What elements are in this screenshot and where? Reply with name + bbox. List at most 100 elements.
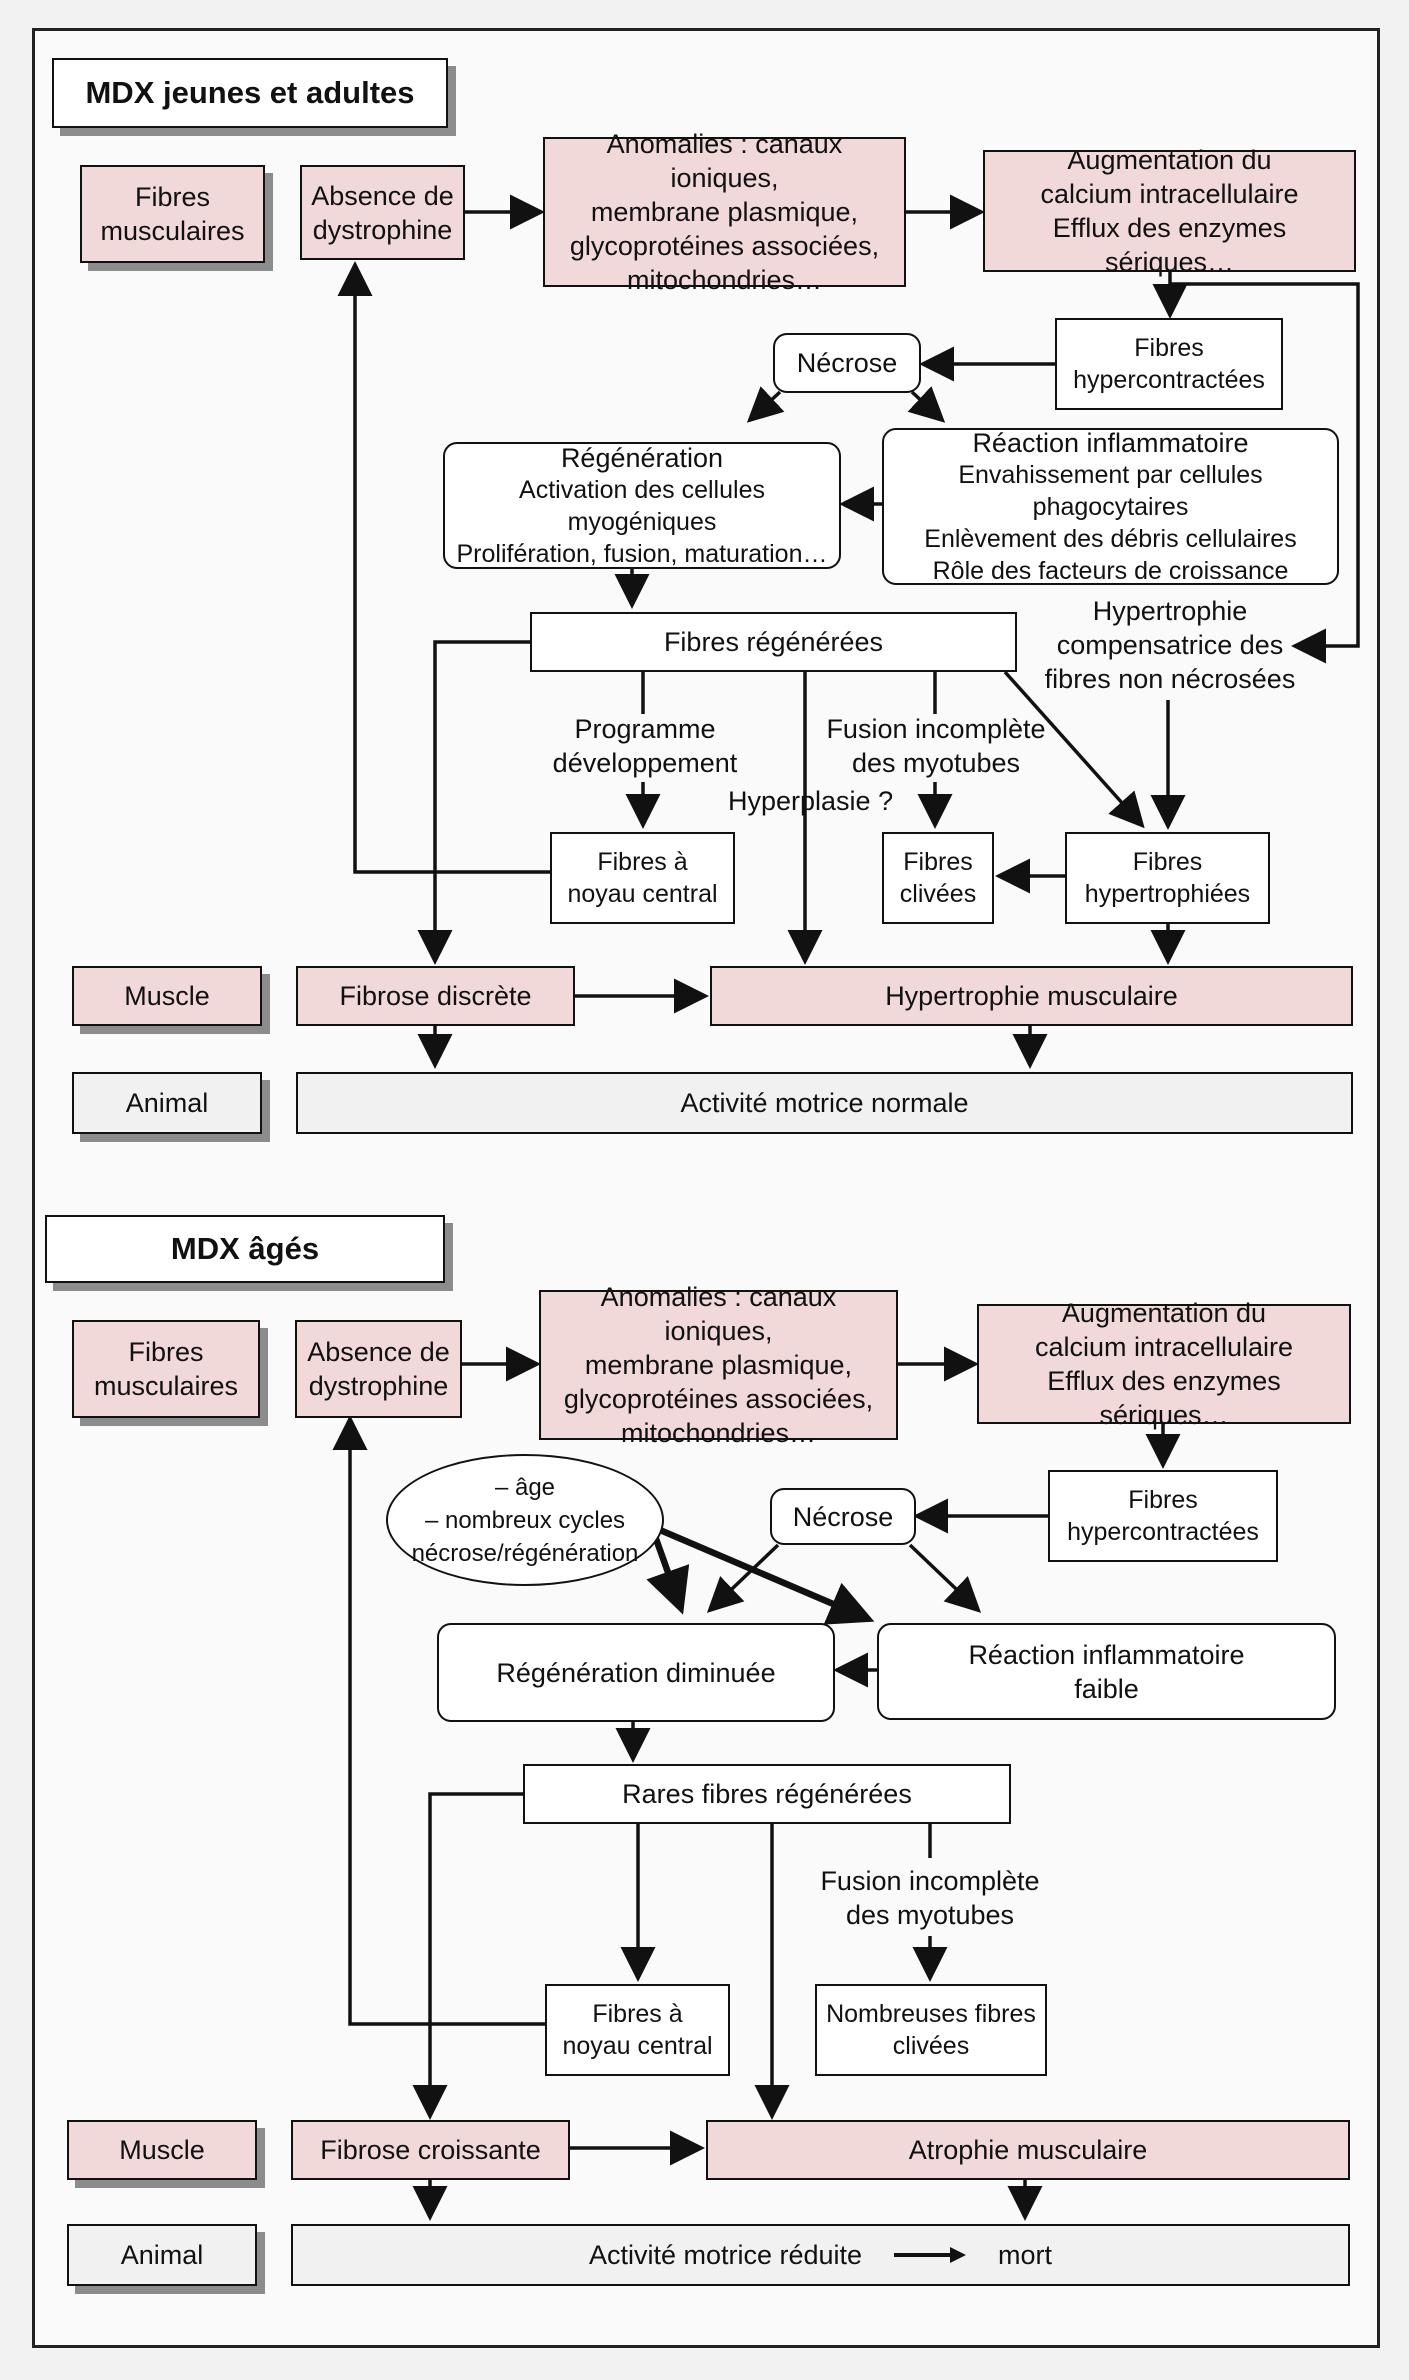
text-line: Activation des cellules myogéniques	[519, 475, 765, 536]
arrow-noyau-absence-2	[332, 1415, 545, 2026]
node-absence-dystrophine: Absence de dystrophine	[300, 165, 465, 260]
text-line: Augmentation du	[1061, 1298, 1267, 1328]
text-line: Prolifération, fusion, maturation…	[456, 539, 828, 568]
text-line: musculaires	[93, 1371, 239, 1401]
text-line: Absence de	[311, 180, 454, 211]
arrow-regenerees-hypertrophiees	[1003, 670, 1145, 829]
text-line: Nécrose	[792, 1501, 894, 1532]
text-line: Enlèvement des débris cellulaires	[924, 524, 1297, 553]
text-line: dystrophine	[308, 1371, 449, 1401]
arrow-regenerees-fibrose	[417, 640, 530, 965]
arrow-age-regeneration	[646, 1534, 690, 1615]
text-line: Régénération diminuée	[496, 1657, 776, 1688]
section-title-old: MDX âgés	[45, 1215, 445, 1283]
row-label-muscle: Muscle	[72, 966, 262, 1026]
text-line: Muscle	[124, 981, 210, 1011]
text-line: Réaction inflammatoire	[968, 1639, 1245, 1670]
text-line: calcium intracellulaire	[1040, 179, 1299, 209]
text-line: Nécrose	[796, 348, 898, 378]
text-line: développement	[552, 748, 738, 778]
node-necrose: Nécrose	[773, 333, 921, 393]
text-line: faible	[1074, 1673, 1139, 1704]
node-hypertrophie-musculaire: Hypertrophie musculaire	[710, 966, 1353, 1026]
arrow-necrose-reaction-2	[908, 1543, 982, 1613]
node-anomalies: Anomalies : canaux ioniques, membrane pl…	[543, 129, 906, 295]
text-line: Rares fibres régénérées	[622, 1779, 912, 1809]
text-line: dystrophine	[312, 214, 453, 245]
text-line: – nombreux cycles	[424, 1506, 626, 1534]
text-line: Hypertrophie	[1092, 596, 1248, 626]
node-necrose-2: Nécrose	[770, 1488, 916, 1545]
row-label-animal: Animal	[72, 1072, 262, 1134]
text-line: Réaction inflammatoire	[972, 427, 1249, 458]
arrow-necrose-regeneration	[746, 386, 785, 423]
node-age-cycles: – âge – nombreux cycles nécrose/régénéra…	[386, 1454, 664, 1586]
node-fibres-noyau-central: Fibres à noyau central	[550, 832, 735, 924]
node-fibres-musculaires-2: Fibres musculaires	[72, 1320, 260, 1418]
text-line: Activité motrice réduite	[588, 2240, 863, 2270]
text-line: Fibres à	[597, 848, 688, 876]
text-line: Fibres à	[592, 2000, 683, 2028]
text-line: fibres non nécrosées	[1044, 664, 1296, 694]
node-fibres-clivees: Fibres clivées	[882, 832, 994, 924]
text-line: Fusion incomplète	[826, 714, 1046, 744]
node-fibres-hypercontractees-2: Fibres hypercontractées	[1048, 1470, 1278, 1562]
text-line: Rôle des facteurs de croissance	[932, 556, 1289, 585]
text-line: noyau central	[562, 2032, 713, 2060]
text-line: Fibrose croissante	[320, 2135, 541, 2165]
text-line: glycoprotéines associées,	[563, 1384, 874, 1414]
text-line: Fusion incomplète	[820, 1866, 1040, 1896]
node-fibres-musculaires: Fibres musculaires	[80, 165, 265, 263]
arrow-necrose-reaction	[907, 386, 946, 423]
text-line: Fibres	[134, 182, 210, 212]
text-line: Fibres régénérées	[663, 627, 884, 657]
text-line: Anomalies : canaux ioniques,	[600, 1282, 837, 1346]
text-line: Hyperplasie ?	[728, 786, 894, 816]
text-line: Augmentation du	[1067, 145, 1272, 175]
text-line: des myotubes	[845, 1900, 1015, 1930]
node-activite-reduite: Activité motrice réduite mort	[291, 2224, 1350, 2286]
section-title-old-text: MDX âgés	[170, 1231, 320, 1266]
activite-mort-row: Activité motrice réduite mort	[589, 2238, 1052, 2272]
label-programme-developpement: Programme développement	[540, 712, 750, 780]
node-reaction-inflammatoire: Réaction inflammatoire Envahissement par…	[882, 428, 1339, 585]
arrow-rares-fibrose	[412, 1792, 523, 2120]
text-line: des myotubes	[851, 748, 1021, 778]
text-line: glycoprotéines associées,	[569, 231, 880, 261]
text-line: mort	[998, 2240, 1053, 2270]
figure-frame	[32, 28, 1380, 2348]
node-nombreuses-fibres-clivees: Nombreuses fibres clivées	[815, 1984, 1047, 2076]
text-line: Efflux des enzymes sériques…	[1047, 1366, 1281, 1430]
node-fibrose-croissante: Fibrose croissante	[291, 2120, 570, 2180]
text-line: Animal	[125, 1088, 209, 1118]
node-fibrose-discrete: Fibrose discrète	[296, 966, 575, 1026]
arrow-noyau-absence	[337, 261, 550, 874]
text-line: hypertrophiées	[1084, 880, 1251, 908]
text-line: calcium intracellulaire	[1034, 1332, 1294, 1362]
text-line: clivées	[899, 880, 977, 908]
text-line: membrane plasmique,	[590, 197, 859, 227]
node-absence-dystrophine-2: Absence de dystrophine	[295, 1320, 462, 1418]
text-line: Fibres	[128, 1337, 204, 1367]
text-line: Envahissement par cellules phagocytaires	[958, 460, 1263, 521]
text-line: clivées	[892, 2032, 970, 2060]
text-line: Nombreuses fibres	[826, 2000, 1036, 2028]
text-line: Muscle	[119, 2135, 205, 2165]
node-regeneration: Régénération Activation des cellules myo…	[443, 442, 841, 569]
text-line: hypercontractées	[1067, 1518, 1259, 1546]
node-activite-normale: Activité motrice normale	[296, 1072, 1353, 1134]
arrow-augmentation-hypertrophie-comp	[1170, 282, 1360, 664]
text-line: Hypertrophie musculaire	[885, 981, 1178, 1011]
label-fusion-incomplete: Fusion incomplète des myotubes	[812, 712, 1060, 780]
text-line: Régénération	[560, 442, 724, 473]
text-line: membrane plasmique,	[584, 1350, 853, 1380]
text-line: – âge	[494, 1473, 556, 1501]
node-atrophie-musculaire: Atrophie musculaire	[706, 2120, 1350, 2180]
node-augmentation-calcium: Augmentation du calcium intracellulaire …	[983, 145, 1356, 277]
text-line: hypercontractées	[1073, 366, 1265, 394]
arrow-necrose-regeneration-2	[706, 1543, 780, 1613]
text-line: nécrose/régénération	[411, 1539, 639, 1567]
text-line: Efflux des enzymes sériques…	[1052, 213, 1287, 277]
text-line: mitochondries…	[620, 1418, 817, 1448]
node-augmentation-calcium-2: Augmentation du calcium intracellulaire …	[977, 1298, 1351, 1430]
